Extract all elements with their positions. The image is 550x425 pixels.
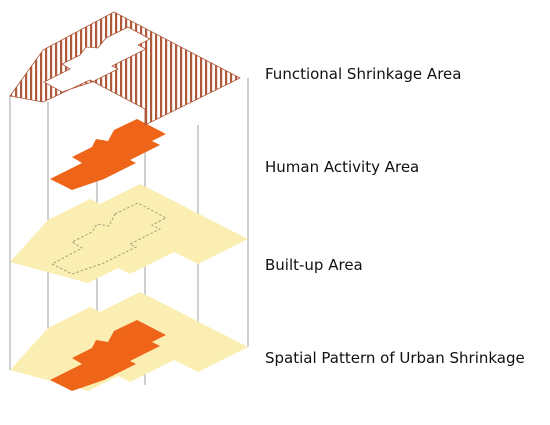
human-activity-shape <box>50 119 166 190</box>
layer-human-activity <box>50 119 166 190</box>
layer-spatial-pattern <box>10 292 248 391</box>
label-builtup-area: Built-up Area <box>265 256 363 274</box>
builtup-area-dashed-outline <box>51 202 167 275</box>
builtup-area-shape <box>10 184 248 283</box>
label-human-activity-area: Human Activity Area <box>265 158 419 176</box>
label-functional-shrinkage-area: Functional Shrinkage Area <box>265 65 461 83</box>
spatial-pattern-shrinkage-shape <box>50 320 166 391</box>
layer-builtup-area <box>10 184 248 283</box>
label-spatial-pattern-urban-shrinkage: Spatial Pattern of Urban Shrinkage <box>265 349 525 367</box>
layer-functional-shrinkage <box>9 11 241 126</box>
functional-shrinkage-hatched-shape <box>9 11 241 126</box>
